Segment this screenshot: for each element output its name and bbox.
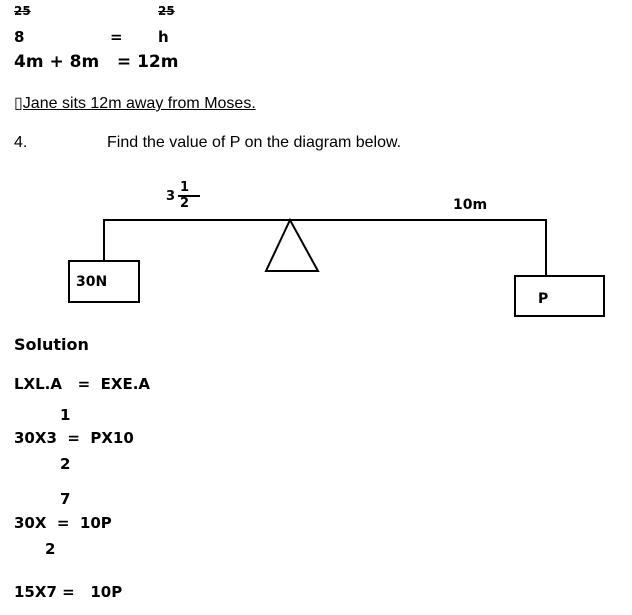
- left-load-box: [68, 260, 140, 303]
- left-distance-frac-num: 1: [180, 180, 190, 195]
- solution-line-4: 15X7 = 10P: [14, 583, 123, 601]
- strike-numerator-left: 25: [14, 4, 31, 18]
- left-distance-frac-den: 2: [180, 196, 190, 211]
- fraction-1-numerator: 1: [60, 406, 71, 424]
- beam: [103, 219, 547, 276]
- right-distance: 10m: [453, 197, 488, 213]
- right-load-label: P: [538, 291, 549, 307]
- solution-line-3: 30X = 10P: [14, 514, 112, 532]
- question-number: 4.: [14, 134, 28, 151]
- strike-numerator-right: 25: [158, 4, 175, 18]
- left-load-label: 30N: [76, 274, 108, 290]
- right-load-box: [514, 275, 605, 317]
- denominator-left: 8: [14, 28, 25, 46]
- fraction-2-denominator: 2: [45, 540, 56, 558]
- solution-heading: Solution: [14, 335, 89, 354]
- solution-line-1: LXL.A = EXE.A: [14, 375, 151, 393]
- solution-line-2: 30X3 = PX10: [14, 429, 134, 447]
- answer-text: ▯Jane sits 12m away from Moses.: [14, 95, 256, 112]
- denominator-right: h: [158, 28, 169, 46]
- left-distance-whole: 3: [166, 189, 176, 204]
- fulcrum-triangle: [264, 217, 320, 272]
- question-text: Find the value of P on the diagram below…: [107, 134, 402, 151]
- equals-sign: =: [110, 28, 123, 46]
- sum-equation: 4m + 8m = 12m: [14, 52, 179, 72]
- fraction-2-numerator: 7: [60, 490, 71, 508]
- fraction-1-denominator: 2: [60, 455, 71, 473]
